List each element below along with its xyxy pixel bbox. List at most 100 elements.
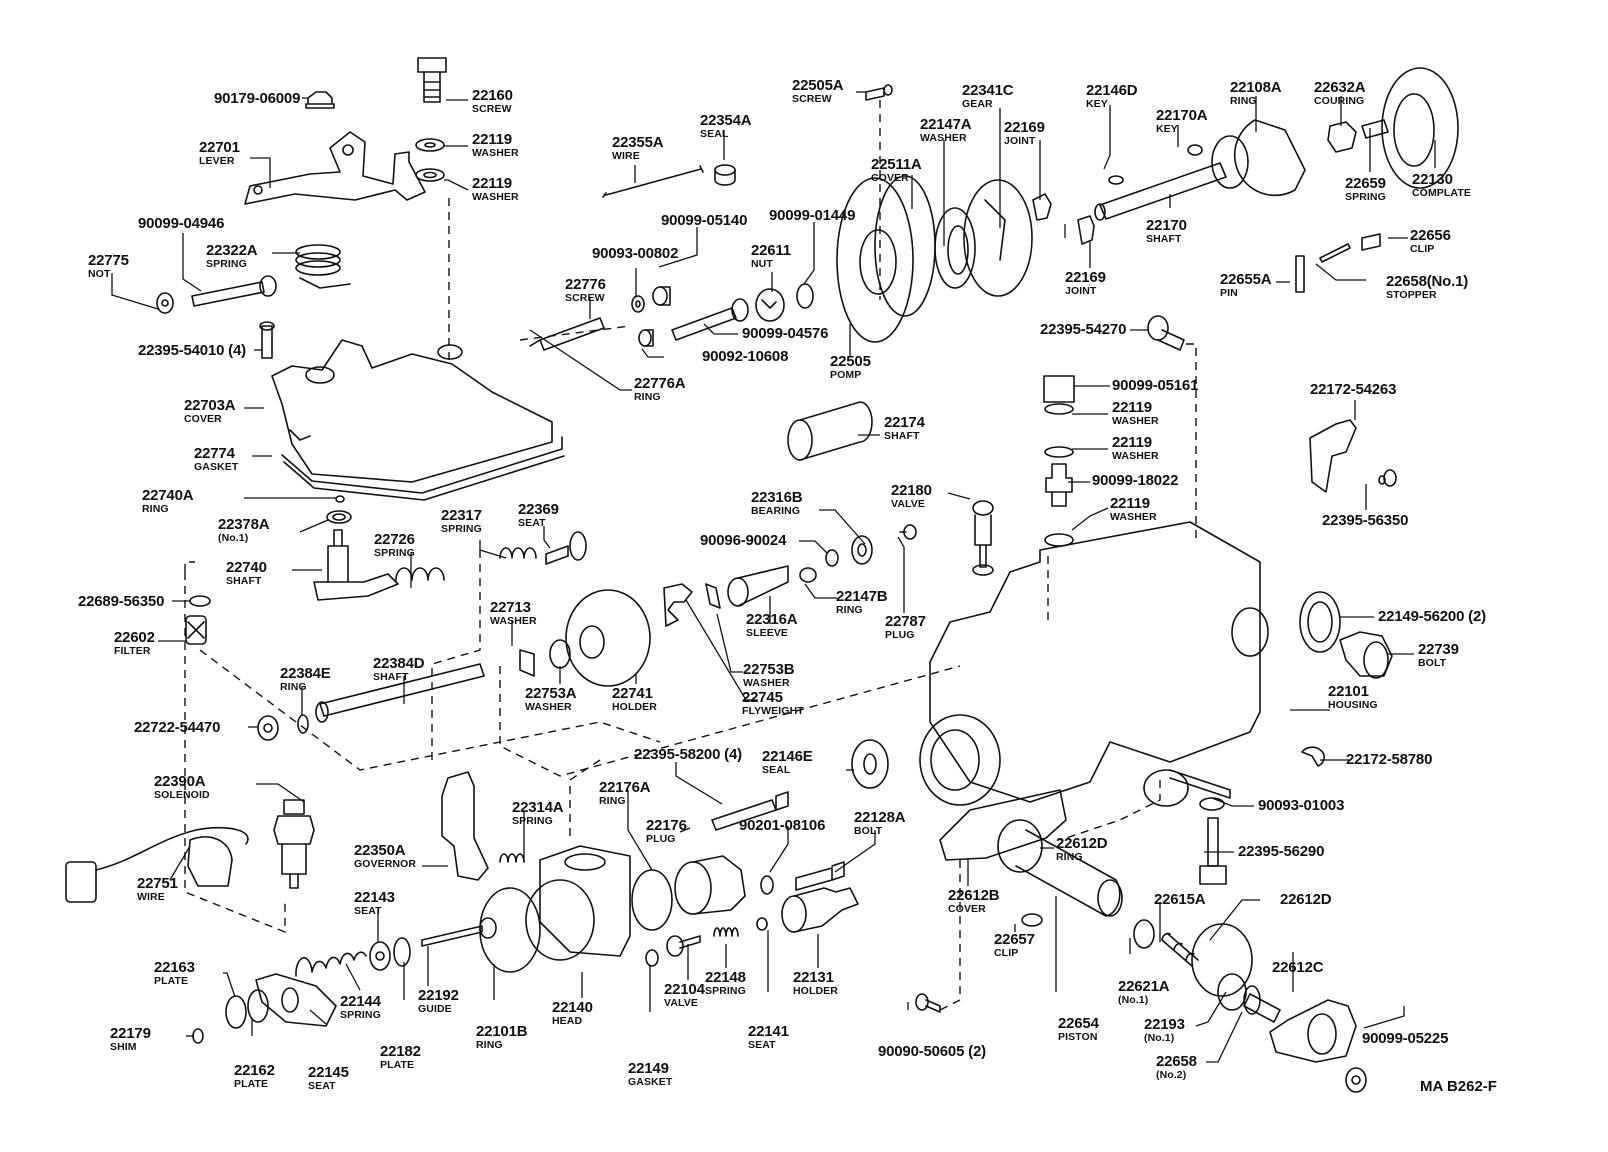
washer-22119-a-drawing: [415, 138, 445, 152]
part-name: COURING: [1314, 95, 1365, 107]
part-number: 22149: [628, 1060, 669, 1077]
part-number: 22505A: [792, 77, 844, 94]
part-number: 22390A: [154, 773, 206, 790]
part-name: (No.1): [1118, 994, 1149, 1006]
part-name: STOPPER: [1386, 289, 1437, 301]
bolt-90099-04576-drawing: [671, 298, 749, 341]
washer-90099-01449-drawing: [796, 283, 814, 309]
part-name: HEAD: [552, 1015, 583, 1027]
part-number: 22621A: [1118, 978, 1170, 995]
cover-22612C-drawing: [1269, 999, 1357, 1063]
washer-22621A-drawing: [1133, 919, 1155, 949]
part-name: SLEEVE: [746, 627, 789, 639]
part-number: 90179-06009: [214, 90, 301, 107]
part-number: 22104: [664, 981, 705, 998]
part-number: 22140: [552, 999, 593, 1016]
part-name: WASHER: [1112, 415, 1159, 427]
screw-22160-drawing: [417, 57, 447, 103]
part-number: 22119: [1112, 434, 1152, 451]
governor-22350A-drawing: [441, 771, 489, 881]
part-number: 22632A: [1314, 79, 1366, 96]
cover-22612B-drawing: [939, 789, 1067, 861]
part-number: 22119: [1110, 495, 1150, 512]
part-name: PLATE: [234, 1078, 269, 1090]
washer-22147A-drawing: [934, 207, 976, 289]
part-name: HOUSING: [1328, 699, 1378, 711]
part-number: 22174: [884, 414, 925, 431]
part-number: 22119: [472, 131, 512, 148]
part-name: SEAT: [308, 1080, 336, 1092]
part-name: VALVE: [664, 997, 698, 1009]
part-name: SEAT: [518, 517, 546, 529]
part-number: 22384E: [280, 665, 331, 682]
part-label: 22395-54270: [1040, 322, 1126, 338]
part-name: GEAR: [962, 98, 993, 110]
part-name: SPRING: [1345, 191, 1386, 203]
washer-22119-c-drawing: [1044, 446, 1074, 458]
housing-22101-drawing: [919, 521, 1269, 807]
part-name: SHAFT: [1146, 233, 1182, 245]
shaft-22740-drawing: [313, 529, 399, 601]
part-number: 22612D: [1056, 835, 1108, 852]
spring-22659-drawing: [1361, 119, 1389, 139]
plug-22176-drawing: [674, 855, 746, 915]
part-number: 22182: [380, 1043, 421, 1060]
part-number: 90092-10608: [702, 348, 789, 365]
part-number: 90099-04576: [742, 325, 829, 342]
seat-22369-drawing: [545, 531, 587, 565]
part-label: 90099-05140: [661, 213, 747, 229]
filter-22602-drawing: [185, 615, 207, 645]
part-label: 22658(No.1)STOPPER: [1386, 274, 1468, 301]
part-number: 22787: [885, 613, 926, 630]
part-name: SPRING: [340, 1009, 381, 1021]
clip-22656-drawing: [1361, 233, 1381, 251]
part-number: 22317: [441, 507, 482, 524]
bolt-22128A-drawing: [795, 861, 845, 891]
part-number: 22658(No.1): [1386, 273, 1469, 290]
part-number: 22180: [891, 482, 932, 499]
part-label: 90096-90024: [700, 533, 786, 549]
part-label: 90090-50605 (2): [878, 1044, 986, 1060]
nut-22611-drawing: [755, 288, 785, 322]
part-label: 22149-56200 (2): [1378, 609, 1486, 625]
part-name: WASHER: [525, 701, 572, 713]
part-number: 22659: [1345, 175, 1386, 192]
pin-22655A-drawing: [1295, 255, 1305, 293]
ring-22147B-drawing: [799, 567, 817, 583]
part-number: 22602: [114, 629, 155, 646]
shaft-22174-drawing: [787, 401, 873, 461]
bolt-22395-58200-drawing: [711, 791, 789, 831]
part-number: 22341C: [962, 82, 1014, 99]
spring-22148-drawing: [713, 927, 739, 937]
part-label: 90099-04946: [138, 216, 224, 232]
part-number: 22193: [1144, 1016, 1185, 1033]
holder-22131-drawing: [781, 887, 859, 933]
part-number: 22101B: [476, 1023, 528, 1040]
part-number: 22108A: [1230, 79, 1282, 96]
part-number: 22774: [194, 445, 235, 462]
seal-22378A-drawing: [326, 510, 352, 524]
part-number: 22172-58780: [1346, 751, 1433, 768]
bolt-90090-50605-drawing: [915, 993, 941, 1013]
flyweight-22745-drawing: [663, 583, 693, 627]
bracket-22172-54263-drawing: [1309, 419, 1357, 493]
part-name: SCREW: [472, 103, 512, 115]
part-number: 22101: [1328, 683, 1369, 700]
